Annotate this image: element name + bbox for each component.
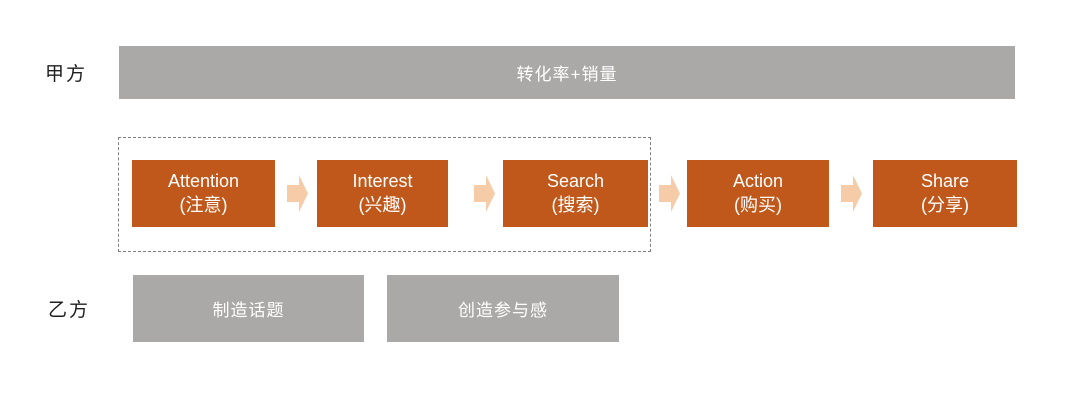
stage-share: Share (分享)	[873, 160, 1017, 227]
stage-action: Action (购买)	[687, 160, 829, 227]
stage-interest-en: Interest	[352, 170, 413, 191]
party-b-box-engagement: 创造参与感	[387, 275, 619, 342]
party-a-bar: 转化率+销量	[119, 46, 1015, 99]
party-b-box-engagement-text: 创造参与感	[458, 301, 548, 320]
party-b-box-topic: 制造话题	[133, 275, 364, 342]
awareness-group-frame	[118, 137, 651, 252]
right-block-arrow-icon	[841, 175, 862, 212]
stage-action-en: Action	[732, 170, 784, 191]
right-block-arrow-icon	[659, 175, 680, 212]
stage-attention-en: Attention	[167, 170, 240, 191]
party-a-label: 甲方	[45, 64, 88, 85]
stage-search-en: Search	[546, 170, 605, 191]
stage-share-en: Share	[920, 170, 970, 191]
stage-interest: Interest (兴趣)	[317, 160, 448, 227]
stage-action-zh: (购买)	[734, 194, 782, 215]
stage-attention: Attention (注意)	[132, 160, 275, 227]
party-b-label: 乙方	[48, 300, 91, 321]
party-b-box-topic-text: 制造话题	[212, 301, 285, 320]
stage-interest-zh: (兴趣)	[358, 194, 407, 215]
stage-share-zh: (分享)	[921, 194, 969, 215]
party-a-bar-text: 转化率+销量	[516, 65, 618, 84]
stage-attention-zh: (注意)	[179, 194, 228, 215]
stage-search: Search (搜索)	[503, 160, 648, 227]
stage-search-zh: (搜索)	[551, 194, 600, 215]
